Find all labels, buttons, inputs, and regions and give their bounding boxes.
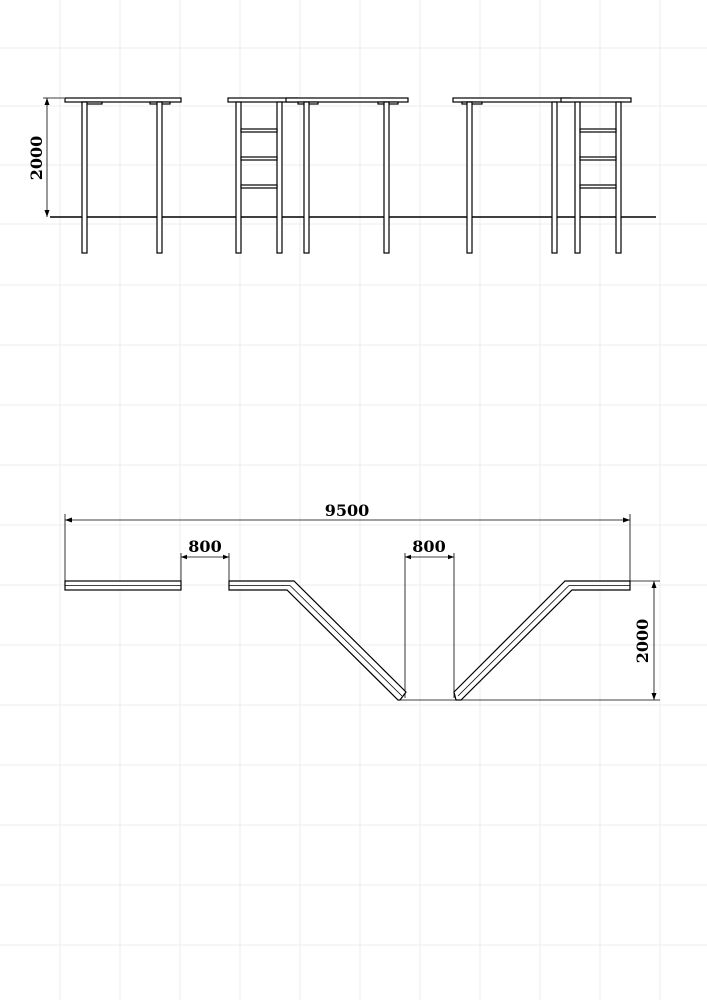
gap-center-label: 800 bbox=[412, 537, 445, 556]
gap-left-dimension: 800 bbox=[180, 537, 230, 584]
overall-length-label: 9500 bbox=[325, 501, 370, 520]
depth-dimension-label: 2000 bbox=[633, 619, 652, 664]
height-dimension: 2000 bbox=[27, 97, 64, 217]
gap-left-label: 800 bbox=[188, 537, 221, 556]
height-dimension-label: 2000 bbox=[27, 136, 46, 181]
elevation-view: 2000 bbox=[27, 97, 656, 254]
elevation-frame-5-ladder bbox=[560, 97, 632, 254]
gap-center-dimension: 800 bbox=[404, 537, 455, 698]
elevation-frame-1 bbox=[64, 97, 182, 254]
plan-view: 9500 800 800 2000 bbox=[64, 501, 660, 701]
elevation-frame-3 bbox=[285, 97, 409, 254]
overall-length-dimension: 9500 bbox=[64, 501, 631, 584]
elevation-frame-2-ladder bbox=[227, 97, 299, 254]
plan-beam-2 bbox=[228, 580, 407, 701]
plan-beam-1 bbox=[64, 580, 182, 591]
depth-dimension: 2000 bbox=[398, 580, 660, 701]
elevation-frame-4 bbox=[452, 97, 572, 254]
plan-beam-3 bbox=[453, 580, 631, 701]
